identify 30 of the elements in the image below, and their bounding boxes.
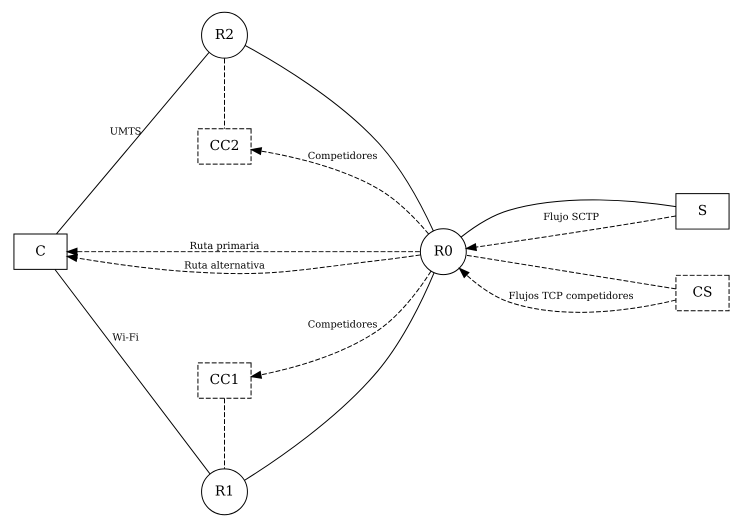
connector	[244, 272, 434, 481]
node-box: S	[675, 193, 730, 230]
node-box: C	[13, 233, 68, 270]
edge-label: Ruta primaria	[190, 240, 260, 252]
node-box: CC2	[197, 128, 252, 165]
connector	[56, 52, 210, 234]
connector	[224, 58, 225, 130]
edge-label: Flujos TCP competidores	[508, 290, 634, 302]
node-box: CC1	[197, 362, 252, 399]
arrow	[458, 267, 676, 313]
node-circle: R0	[420, 228, 467, 276]
connector	[466, 254, 676, 290]
edge-label: UMTS	[110, 126, 142, 138]
edge-label: Competidores	[308, 319, 378, 330]
edge-label: Wi-Fi	[112, 332, 139, 344]
arrow	[66, 254, 421, 274]
node-box: CS	[675, 274, 730, 312]
node-circle: R2	[201, 12, 248, 59]
arrow	[66, 248, 420, 256]
connector	[460, 199, 676, 238]
connector	[54, 269, 210, 474]
edge-label: Flujo SCTP	[543, 212, 600, 224]
node-circle: R1	[201, 468, 248, 516]
arrow	[250, 270, 432, 379]
edge-label: Competidores	[308, 151, 378, 162]
arrow	[464, 215, 676, 252]
connector	[244, 45, 434, 232]
connector	[224, 398, 225, 469]
arrow	[250, 147, 430, 234]
edge-label: Ruta alternativa	[184, 260, 265, 272]
